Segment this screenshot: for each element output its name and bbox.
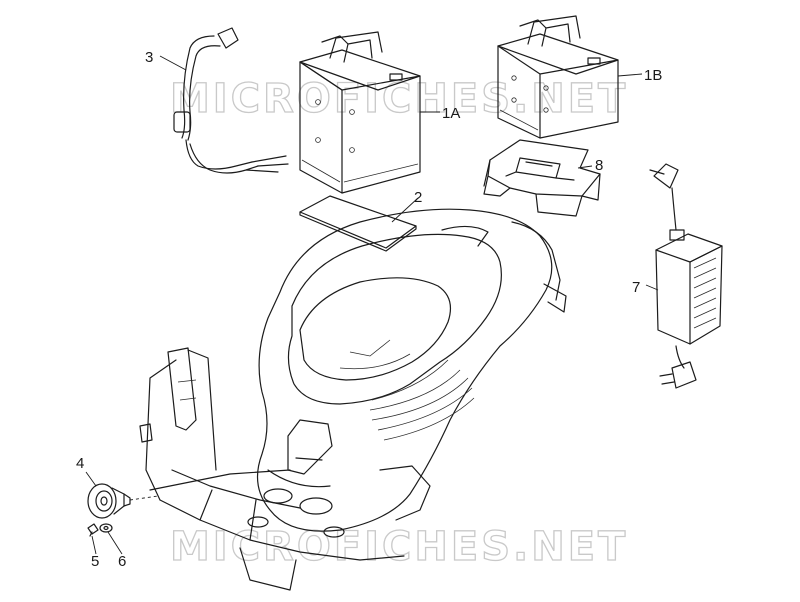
label-part-7: 7 bbox=[632, 279, 640, 296]
label-part-8: 8 bbox=[595, 157, 603, 174]
label-part-5: 5 bbox=[91, 553, 99, 570]
label-part-2: 2 bbox=[414, 189, 422, 206]
label-part-1a: 1A bbox=[442, 105, 460, 122]
battery-pad bbox=[299, 195, 417, 252]
label-part-1b: 1B bbox=[644, 67, 662, 84]
battery-charger bbox=[649, 163, 723, 389]
screw-and-washer bbox=[87, 523, 113, 537]
leader-lines bbox=[85, 55, 659, 555]
battery-1a bbox=[299, 31, 421, 194]
battery-tray bbox=[483, 139, 601, 217]
battery-1b bbox=[497, 15, 619, 139]
watermark-bottom: MICROFICHES.NET bbox=[170, 524, 628, 570]
scooter-chassis-frame bbox=[139, 347, 431, 591]
wiring-harness bbox=[173, 27, 289, 174]
scooter-body bbox=[256, 208, 567, 532]
label-part-4: 4 bbox=[76, 455, 84, 472]
callout-labels: 3 1A 1B 2 8 7 4 5 6 bbox=[76, 49, 662, 570]
label-part-3: 3 bbox=[145, 49, 153, 66]
label-part-6: 6 bbox=[118, 553, 126, 570]
horn bbox=[87, 483, 159, 519]
